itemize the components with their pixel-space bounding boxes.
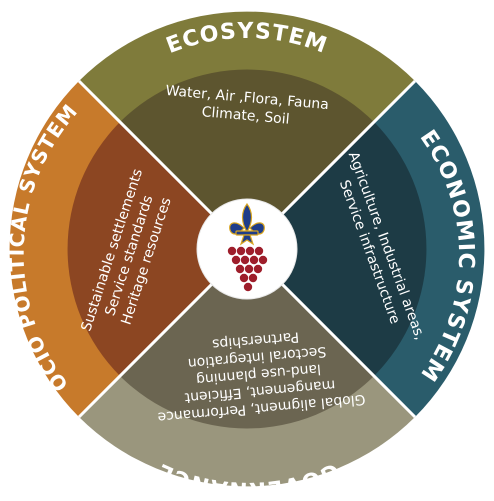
socio-political-inner-segment [67, 122, 247, 376]
fleur-de-lis-grapes-emblem-icon [227, 202, 268, 292]
governance-inner-segment [120, 249, 374, 429]
economic-inner-segment [247, 122, 427, 376]
ecosystem-line: Climate, Soil [201, 104, 290, 128]
governance-details: Global aligment, Performance mangement, … [157, 328, 366, 425]
governance-line: Partnerships [211, 328, 299, 352]
ecosystem-inner-segment [120, 69, 374, 249]
